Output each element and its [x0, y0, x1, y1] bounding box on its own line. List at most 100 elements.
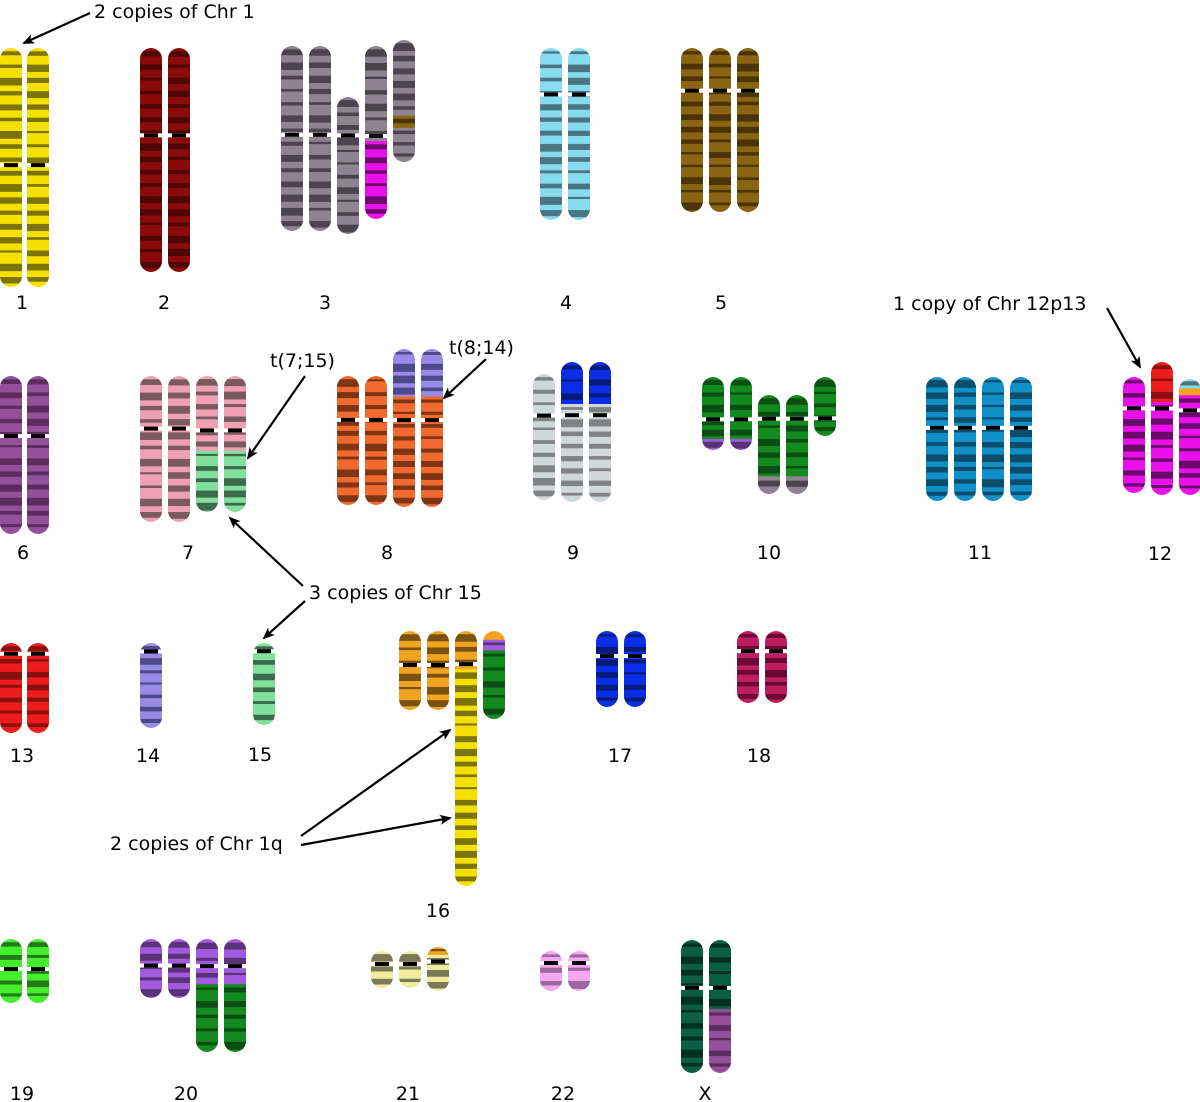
chr8-der-a	[391, 349, 417, 507]
label-chr-x: X	[698, 1083, 711, 1102]
chr13-copy-a	[0, 643, 24, 733]
arrow-t8-14	[442, 358, 487, 400]
annotation-t7-15: t(7;15)	[270, 350, 335, 372]
chr19-copy-b	[25, 939, 51, 1003]
chr16-der-1q	[453, 631, 479, 886]
chr4-copy-b	[566, 48, 592, 220]
annotation-chr1q-copies: 2 copies of Chr 1q	[110, 833, 283, 855]
arrow-chr12p13	[1106, 307, 1141, 369]
label-chr-4: 4	[560, 292, 572, 314]
chr4-copy-a	[538, 48, 564, 220]
label-chr-7: 7	[182, 542, 194, 564]
chr12-der-b	[1177, 379, 1200, 495]
chr6-copy-b	[25, 376, 51, 534]
chrx-der	[707, 940, 733, 1073]
chr20-der-a	[194, 939, 220, 1052]
chr2-copy-b	[166, 48, 192, 272]
annotation-chr1-copies: 2 copies of Chr 1	[94, 1, 255, 23]
chr10-der-a	[756, 395, 782, 494]
chr11-copy-a	[924, 377, 950, 501]
annotation-t8-14: t(8;14)	[449, 337, 514, 359]
chrx-copy-a	[679, 940, 705, 1073]
annotation-chr15-copies: 3 copies of Chr 15	[309, 582, 482, 604]
chr20-der-b	[222, 939, 248, 1052]
chr7-copy-a	[138, 376, 164, 522]
chr20-copy-b	[166, 939, 192, 998]
label-chr-11: 11	[968, 542, 992, 564]
label-chr-13: 13	[10, 745, 34, 767]
arrow-chr15-to-7	[228, 516, 304, 587]
chr22-copy-a	[538, 951, 564, 991]
chr10-copy-a	[700, 377, 726, 450]
chr5-copy-c	[735, 48, 761, 212]
chr16-copy-b	[425, 631, 451, 710]
label-chr-14: 14	[136, 745, 160, 767]
chr3-derivative-b	[393, 40, 415, 162]
label-chr-8: 8	[381, 542, 393, 564]
arrow-chr15-to-15	[262, 600, 306, 640]
chr5-copy-b	[707, 48, 733, 212]
chr13-copy-b	[25, 643, 51, 733]
chr3-copy-b	[307, 46, 333, 231]
chr15-copy-a	[251, 643, 277, 725]
chr20-copy-a	[138, 939, 164, 998]
chr21-copy-a	[369, 951, 395, 988]
chr16-der-b	[483, 631, 505, 719]
chr11-copy-c	[980, 377, 1006, 501]
chr3-copy-c	[335, 97, 361, 234]
label-chr-20: 20	[174, 1083, 198, 1102]
label-chr-12: 12	[1148, 543, 1172, 565]
chr18-copy-b	[763, 631, 789, 703]
chr21-copy-b	[397, 951, 423, 988]
chr9-der-a	[559, 362, 585, 502]
chr1-copy-b	[25, 48, 51, 287]
chr3-derivative-a	[363, 46, 389, 219]
chr2-copy-a	[138, 48, 164, 272]
chr3-copy-a	[279, 46, 305, 231]
label-chr-5: 5	[715, 292, 727, 314]
chr7-der-b	[222, 376, 248, 512]
chr22-copy-b	[566, 951, 592, 991]
chr11-copy-d	[1008, 377, 1034, 501]
label-chr-21: 21	[396, 1083, 420, 1102]
label-chr-17: 17	[608, 745, 632, 767]
chr17-copy-a	[594, 631, 620, 707]
label-chr-19: 19	[10, 1083, 34, 1102]
chr7-copy-b	[166, 376, 192, 522]
chr7-der-a	[194, 376, 220, 512]
chr18-copy-a	[735, 631, 761, 703]
arrow-chr1q-lower	[300, 814, 452, 847]
chr6-copy-a	[0, 376, 24, 534]
chromosome-layer	[0, 40, 1200, 1073]
label-chr-1: 1	[16, 292, 28, 314]
chr17-copy-b	[622, 631, 648, 707]
chr10-fragment	[812, 377, 838, 436]
label-chr-2: 2	[158, 292, 170, 314]
chr16-copy-a	[397, 631, 423, 710]
label-chr-9: 9	[567, 542, 579, 564]
chr21-der	[425, 947, 451, 991]
label-chr-16: 16	[426, 900, 450, 922]
label-chr-6: 6	[17, 542, 29, 564]
chr9-copy-a	[531, 374, 557, 500]
chr8-der-b	[419, 349, 445, 507]
chr10-copy-b	[728, 377, 754, 450]
chr12-copy-a	[1121, 377, 1147, 493]
chr8-copy-b	[363, 376, 389, 505]
label-chr-3: 3	[319, 292, 331, 314]
chr19-copy-a	[0, 939, 24, 1003]
chr8-copy-a	[335, 376, 361, 505]
arrow-t7-15	[246, 375, 306, 460]
annotation-arrows	[22, 11, 1141, 847]
chr1-copy-a	[0, 48, 24, 287]
label-chr-18: 18	[747, 745, 771, 767]
label-chr-10: 10	[757, 542, 781, 564]
annotation-chr12p13: 1 copy of Chr 12p13	[893, 293, 1086, 315]
chr14-copy-a	[138, 643, 164, 728]
arrow-chr1q-upper	[300, 728, 452, 837]
label-chr-22: 22	[551, 1083, 575, 1102]
chr5-copy-a	[679, 48, 705, 212]
chr10-der-b	[784, 395, 810, 494]
arrow-chr1	[22, 11, 91, 45]
